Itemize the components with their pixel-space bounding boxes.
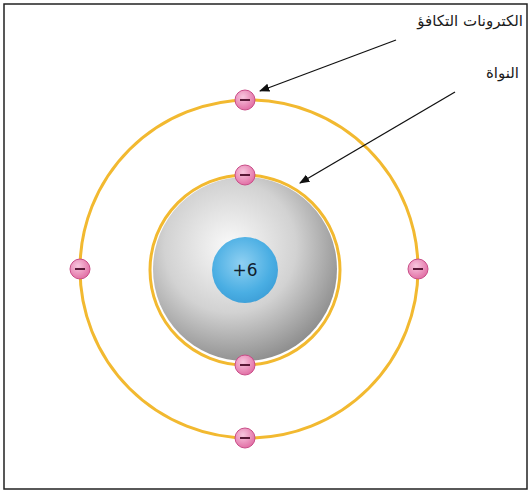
leader-line <box>260 40 396 91</box>
leader-line <box>300 92 455 183</box>
frame <box>4 4 527 489</box>
nucleus-sphere <box>153 177 337 361</box>
nucleus-core: +6 <box>212 237 278 303</box>
electrons <box>70 90 428 448</box>
callout-label: الكترونات التكافؤ <box>417 12 523 30</box>
charge-number: +6 <box>232 260 257 280</box>
inner-orbit <box>150 175 340 365</box>
callout-label: النواة <box>486 64 519 82</box>
outer-orbit <box>80 100 418 438</box>
